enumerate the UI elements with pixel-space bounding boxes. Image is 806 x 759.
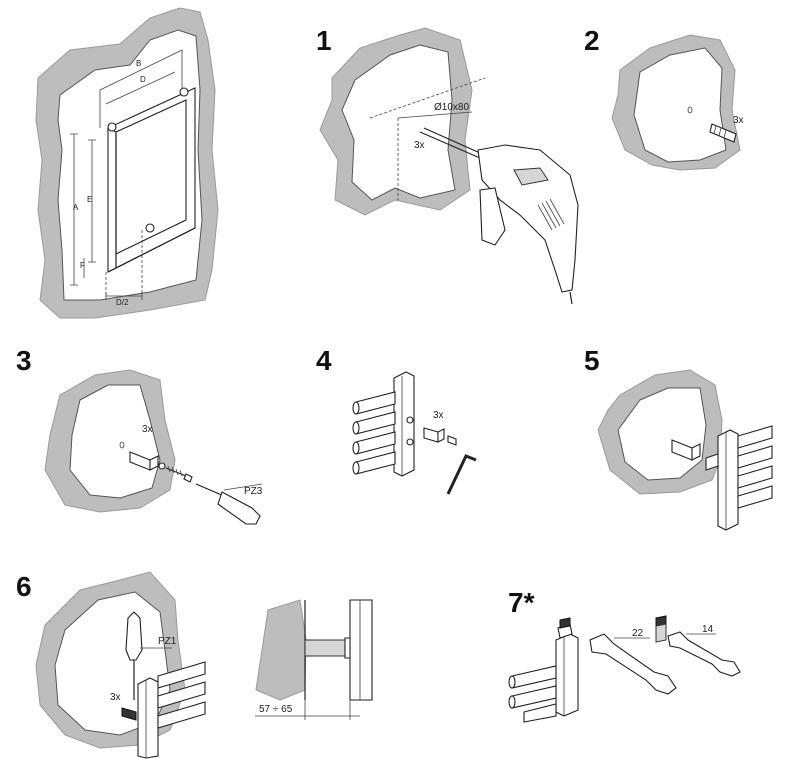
step-4-radiator-adapter: 3x	[352, 371, 477, 495]
overview-wall-diagram: A B D E F D/2	[35, 7, 219, 319]
step-6-screwdriver-label: PZ1	[158, 636, 177, 647]
step-4-quantity: 3x	[433, 410, 444, 421]
step-5-number: 5	[584, 345, 600, 376]
step-2-wall-plugs: 3x	[611, 34, 744, 171]
dimension-a-label: A	[73, 203, 79, 212]
step-6-distance-detail: 57 ÷ 65	[255, 599, 373, 720]
allen-key-icon	[446, 454, 477, 495]
step-1-quantity: 3x	[414, 140, 425, 151]
dimension-d-label: D	[140, 75, 146, 84]
screwdriver-icon	[217, 491, 261, 525]
step-7-number: 7*	[508, 587, 535, 618]
drill-icon	[477, 144, 579, 293]
step-2-number: 2	[584, 25, 600, 56]
wrench-14-icon	[667, 631, 741, 677]
step-6-quantity: 3x	[110, 692, 121, 703]
screwdriver-icon	[125, 611, 143, 661]
wall-plug-icon	[709, 123, 737, 143]
step-6-number: 6	[16, 571, 32, 602]
dimension-b-label: B	[136, 59, 141, 68]
dimension-f-label: F	[80, 261, 85, 270]
dimension-d-half-label: D/2	[116, 298, 129, 307]
drill-size-label: Ø10x80	[434, 102, 469, 113]
step-5-hang-radiator	[597, 369, 773, 531]
dimension-e-label: E	[87, 195, 92, 204]
step-7-optional-valves: 22 14	[508, 615, 741, 723]
step-3-number: 3	[16, 345, 32, 376]
step-3-mounting-bracket: 3x PZ3	[44, 369, 263, 525]
step-1-number: 1	[316, 25, 332, 56]
wrench-22-label: 22	[632, 628, 644, 639]
step-4-number: 4	[316, 345, 332, 376]
step-1-drilling: Ø10x80 3x	[319, 27, 579, 305]
step-3-quantity: 3x	[142, 424, 153, 435]
wrench-22-icon	[589, 633, 677, 695]
step-3-screwdriver-label: PZ3	[244, 486, 263, 497]
step-2-quantity: 3x	[733, 115, 744, 126]
distance-label: 57 ÷ 65	[259, 704, 293, 715]
wrench-14-label: 14	[702, 624, 714, 635]
step-6-secure-screws: PZ1 3x	[35, 571, 206, 759]
